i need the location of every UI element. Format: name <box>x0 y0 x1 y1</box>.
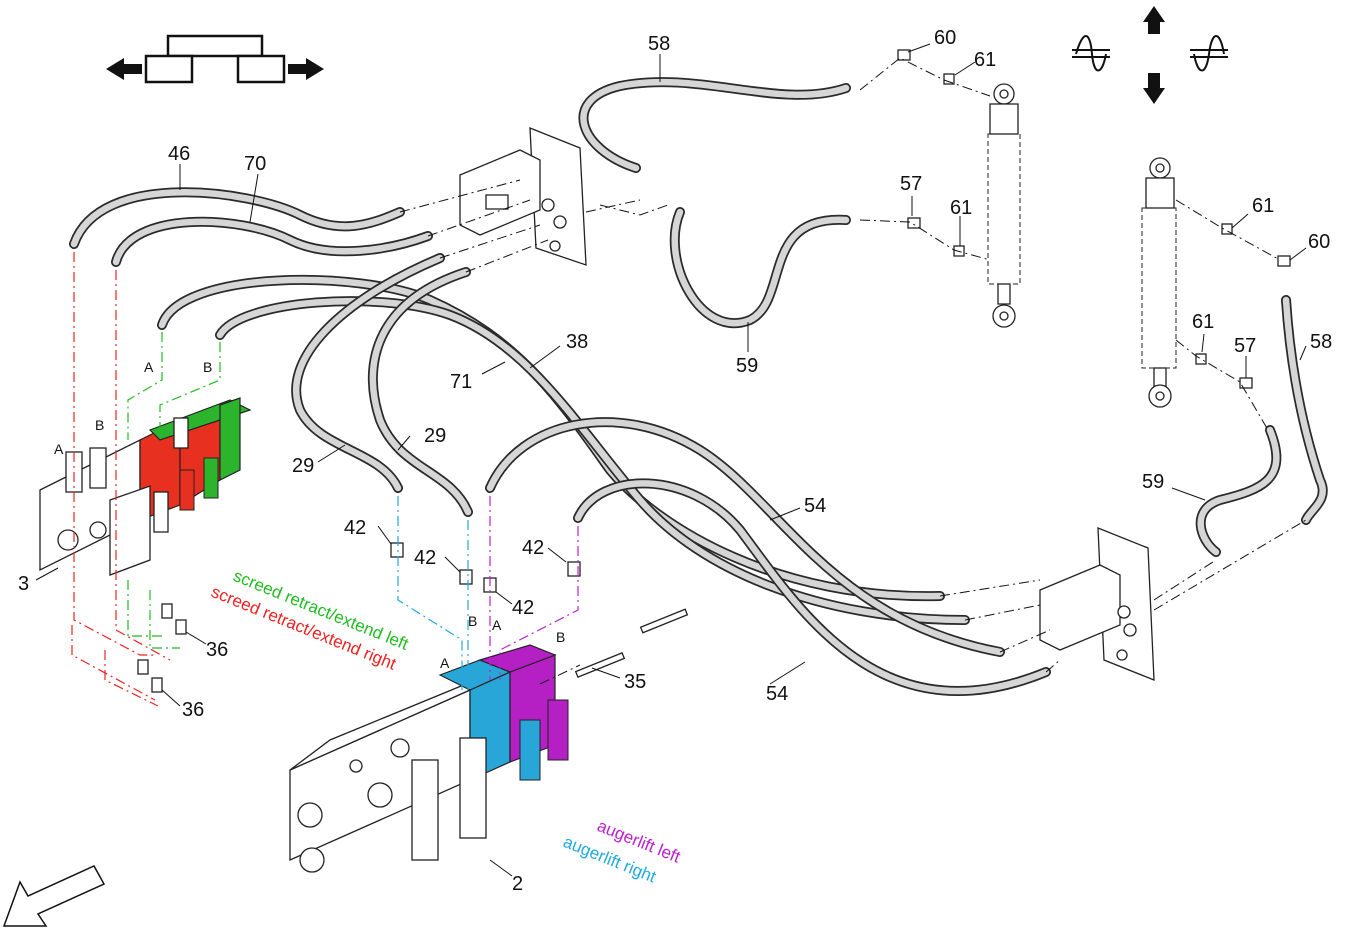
callout-54-bottom: 54 <box>766 683 788 705</box>
callout-29-b: 29 <box>292 455 314 477</box>
cylinder-left <box>987 83 1021 328</box>
port-b-left: B <box>95 417 104 433</box>
callout-58-right: 58 <box>1310 331 1332 353</box>
callout-38: 38 <box>566 331 588 353</box>
mounting-plate-top <box>459 127 587 266</box>
callout-36-a: 36 <box>206 639 228 661</box>
hose-38 <box>215 296 970 625</box>
callout-42-d: 42 <box>512 597 534 619</box>
callout-42-b: 42 <box>414 547 436 569</box>
callout-2: 2 <box>512 873 523 895</box>
leader-lines <box>35 43 1307 877</box>
callout-59-mid: 59 <box>736 355 758 377</box>
black-dash-lines <box>399 57 1307 685</box>
callout-71: 71 <box>450 371 472 393</box>
callout-57-right: 57 <box>1234 335 1256 357</box>
cylinder-right <box>1141 157 1177 408</box>
callout-70: 70 <box>244 153 266 175</box>
callout-35: 35 <box>624 671 646 693</box>
screed-width-arrows-icon <box>106 34 324 84</box>
callout-36-b: 36 <box>182 699 204 721</box>
threaded-rod-35 <box>574 608 689 678</box>
port-labels: A B A B B A B A <box>54 359 565 671</box>
port-b-mid: B <box>468 613 477 629</box>
orientation-arrow-icon <box>2 865 106 927</box>
callout-61-mid-left: 61 <box>950 197 972 219</box>
callout-54-top: 54 <box>804 495 826 517</box>
port-b-top: B <box>203 359 212 375</box>
hose-59-right <box>1195 425 1282 557</box>
fittings <box>137 49 1291 693</box>
callout-61-right-top: 61 <box>1252 195 1274 217</box>
hose-71 <box>157 274 945 602</box>
valve-block-center <box>289 644 569 873</box>
port-a-block: A <box>440 655 450 671</box>
hoses <box>69 77 1328 697</box>
callout-46: 46 <box>168 143 190 165</box>
port-a-top: A <box>144 359 154 375</box>
callouts: 58 60 61 46 70 57 61 61 60 61 57 58 59 3… <box>18 27 1332 895</box>
callout-59-right: 59 <box>1142 471 1164 493</box>
callout-29-a: 29 <box>424 425 446 447</box>
port-a-left: A <box>54 441 64 457</box>
callout-61-right-mid: 61 <box>1192 311 1214 333</box>
auger-height-arrows-icon <box>1072 6 1228 104</box>
callout-3: 3 <box>18 573 29 595</box>
mounting-plate-right <box>1039 527 1155 681</box>
callout-57-left: 57 <box>900 173 922 195</box>
callout-61-top: 61 <box>974 49 996 71</box>
callout-60-right: 60 <box>1308 231 1330 253</box>
valve-block-left <box>39 397 252 576</box>
callout-60-top: 60 <box>934 27 956 49</box>
callout-42-a: 42 <box>344 517 366 539</box>
callout-42-c: 42 <box>522 537 544 559</box>
port-a-mid: A <box>492 617 502 633</box>
connection-lines <box>71 252 579 707</box>
port-b-mid2: B <box>556 629 565 645</box>
callout-58-top: 58 <box>648 33 670 55</box>
